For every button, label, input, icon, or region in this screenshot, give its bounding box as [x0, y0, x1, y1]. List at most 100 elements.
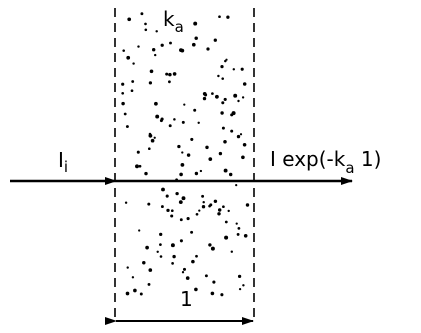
particle-dot	[209, 203, 213, 207]
particle-dot	[121, 101, 125, 106]
particle-dot	[243, 234, 248, 238]
absorbing-particles	[121, 12, 250, 297]
particle-dot	[160, 43, 164, 47]
particle-dot	[201, 205, 206, 209]
particle-dot	[173, 118, 176, 121]
particle-dot	[181, 196, 186, 201]
particle-dot	[218, 151, 223, 156]
particle-dot	[123, 112, 127, 116]
particle-dot	[181, 271, 185, 274]
particle-dot	[148, 132, 152, 136]
particle-dot	[227, 209, 230, 213]
particle-dot	[213, 38, 217, 42]
particle-dot	[240, 67, 244, 71]
particle-dot	[237, 227, 241, 230]
particle-dot	[170, 209, 174, 213]
particle-dot	[148, 81, 153, 85]
particle-dot	[170, 214, 174, 218]
particle-dot	[217, 74, 220, 78]
particle-dot	[150, 138, 155, 143]
particle-dot	[201, 194, 205, 198]
particle-dot	[171, 262, 174, 265]
particle-dot	[226, 15, 230, 19]
particle-dot	[154, 53, 157, 57]
particle-dot	[165, 72, 169, 76]
particle-dot	[130, 89, 134, 93]
particle-dot	[236, 232, 240, 236]
particle-dot	[194, 36, 198, 40]
particle-dot	[224, 220, 228, 224]
particle-dot	[131, 80, 135, 83]
particle-dot	[168, 124, 172, 128]
particle-dot	[186, 217, 190, 221]
particle-dot	[214, 94, 219, 99]
particle-dot	[124, 201, 128, 204]
particle-dot	[127, 17, 132, 22]
particle-dot	[159, 232, 163, 237]
particle-dot	[242, 82, 247, 86]
particle-dot	[237, 274, 242, 279]
particle-dot	[233, 93, 238, 98]
particle-dot	[148, 268, 153, 272]
particle-dot	[230, 129, 234, 133]
particle-dot	[155, 114, 160, 119]
particle-dot	[220, 64, 224, 69]
particle-dot	[125, 291, 130, 296]
particle-dot	[230, 250, 233, 253]
thickness-label: 1	[180, 287, 193, 311]
particle-dot	[140, 12, 144, 16]
particle-dot	[222, 205, 225, 209]
particle-dot	[190, 137, 194, 141]
particle-dot	[217, 212, 221, 216]
particle-dot	[197, 121, 200, 124]
particle-dot	[202, 200, 205, 204]
particle-dot	[153, 136, 156, 139]
particle-dot	[210, 246, 215, 251]
particle-dot	[144, 28, 148, 32]
particle-dot	[144, 171, 148, 176]
particle-dot	[132, 62, 135, 65]
particle-dot	[223, 97, 227, 101]
particle-dot	[168, 80, 171, 84]
particle-dot	[155, 30, 158, 33]
particle-dot	[220, 111, 224, 115]
particle-dot	[135, 164, 139, 169]
particle-dot	[121, 82, 125, 86]
particle-dot	[178, 200, 183, 205]
particle-dot	[241, 96, 245, 99]
particle-dot	[235, 222, 238, 225]
particle-dot	[147, 282, 151, 286]
particle-dot	[224, 235, 229, 240]
particle-dot	[121, 91, 125, 95]
particle-dot	[159, 255, 163, 258]
particle-dot	[241, 155, 245, 160]
particle-dot	[193, 21, 198, 26]
particle-dot	[208, 157, 213, 161]
particle-dot	[223, 168, 228, 173]
particle-dot	[221, 101, 225, 105]
particle-dot	[169, 41, 172, 45]
particle-dot	[205, 145, 209, 150]
particle-dot	[212, 280, 216, 284]
particle-dot	[228, 172, 233, 177]
particle-dot	[218, 15, 221, 19]
particle-dot	[204, 274, 208, 278]
particle-dot	[125, 125, 129, 129]
particle-dot	[131, 276, 135, 279]
particle-dot	[168, 72, 172, 77]
particle-dot	[199, 169, 203, 173]
particle-dot	[154, 101, 158, 106]
particle-dot	[208, 243, 212, 247]
particle-dot	[179, 172, 183, 177]
particle-dot	[221, 77, 224, 80]
particle-dot	[138, 229, 141, 232]
particle-dot	[211, 92, 214, 95]
particle-dot	[152, 48, 156, 52]
particle-dot	[138, 164, 142, 168]
particle-dot	[195, 212, 199, 216]
particle-dot	[156, 250, 159, 253]
particle-dot	[159, 119, 163, 123]
particle-dot	[225, 58, 228, 61]
particle-dot	[213, 199, 218, 204]
